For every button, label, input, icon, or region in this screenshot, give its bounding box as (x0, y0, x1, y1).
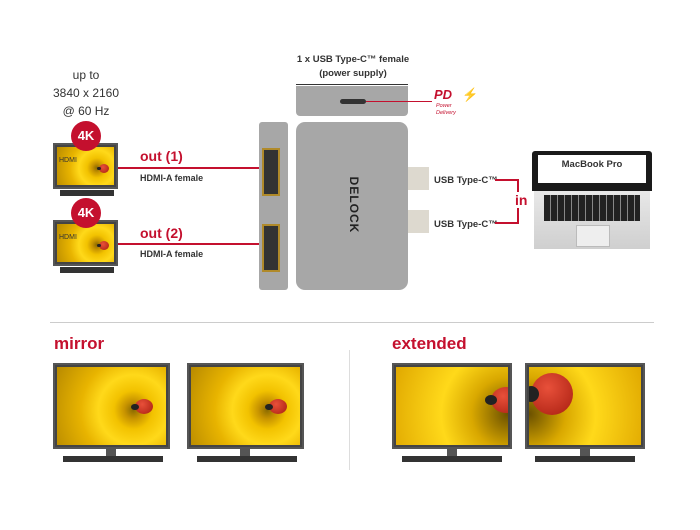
section-divider (349, 350, 350, 470)
monitor-2: HDMI (53, 220, 118, 266)
resolution-text: up to 3840 x 2160 @ 60 Hz (53, 66, 119, 120)
connection-line (366, 101, 432, 102)
power-line: (power supply) (319, 68, 387, 79)
resolution-line: @ 60 Hz (62, 104, 110, 118)
pd-line: Delivery (436, 110, 456, 116)
hdmi-side-panel (259, 122, 288, 290)
input-label: USB Type-C™ (434, 175, 498, 186)
hdmi-port (262, 148, 280, 196)
extended-monitor-1 (392, 363, 512, 449)
connection-line (118, 243, 264, 245)
usb-c-port (340, 99, 366, 104)
output-1-label: out (1) (140, 148, 183, 164)
monitor-stand (402, 456, 502, 462)
resolution-line: up to (72, 68, 100, 82)
connector-label: HDMI-A female (140, 173, 204, 183)
4k-badge: 4K (71, 121, 101, 151)
connection-line (118, 167, 264, 169)
trackpad (576, 225, 610, 247)
laptop-screen-label: MacBook Pro (561, 159, 623, 170)
output-2-label: out (2) (140, 225, 183, 241)
adapter-body: DELOCK (296, 122, 408, 290)
monitor-stand (60, 190, 114, 196)
mirror-monitor-1 (53, 363, 170, 449)
keyboard (544, 195, 640, 221)
hdmi-label: HDMI (59, 157, 77, 164)
divider (296, 84, 408, 85)
usb-c-plug (408, 167, 429, 190)
resolution-line: 3840 x 2160 (52, 86, 120, 100)
power-line: 1 x USB Type-C™ female (296, 54, 410, 65)
pd-text: PD (434, 87, 453, 102)
extended-heading: extended (392, 334, 467, 353)
laptop: MacBook Pro (530, 151, 654, 251)
extended-monitor-2 (525, 363, 645, 449)
usb-c-plug (408, 210, 429, 233)
lightning-icon: ⚡ (462, 87, 479, 102)
mirror-monitor-2 (187, 363, 304, 449)
in-label: in (514, 192, 529, 208)
hdmi-port (262, 224, 280, 272)
input-label: USB Type-C™ (434, 219, 498, 230)
hdmi-label: HDMI (59, 234, 77, 241)
monitor-stand (197, 456, 297, 462)
brand-logo: DELOCK (347, 176, 361, 234)
connector-label: HDMI-A female (140, 249, 204, 259)
pd-line: Power (436, 103, 452, 109)
section-divider (50, 322, 654, 323)
mirror-heading: mirror (54, 334, 105, 353)
monitor-stand (535, 456, 635, 462)
4k-badge: 4K (71, 198, 101, 228)
power-label: 1 x USB Type-C™ female (power supply) (290, 53, 416, 81)
monitor-stand (63, 456, 163, 462)
monitor-stand (60, 267, 114, 273)
